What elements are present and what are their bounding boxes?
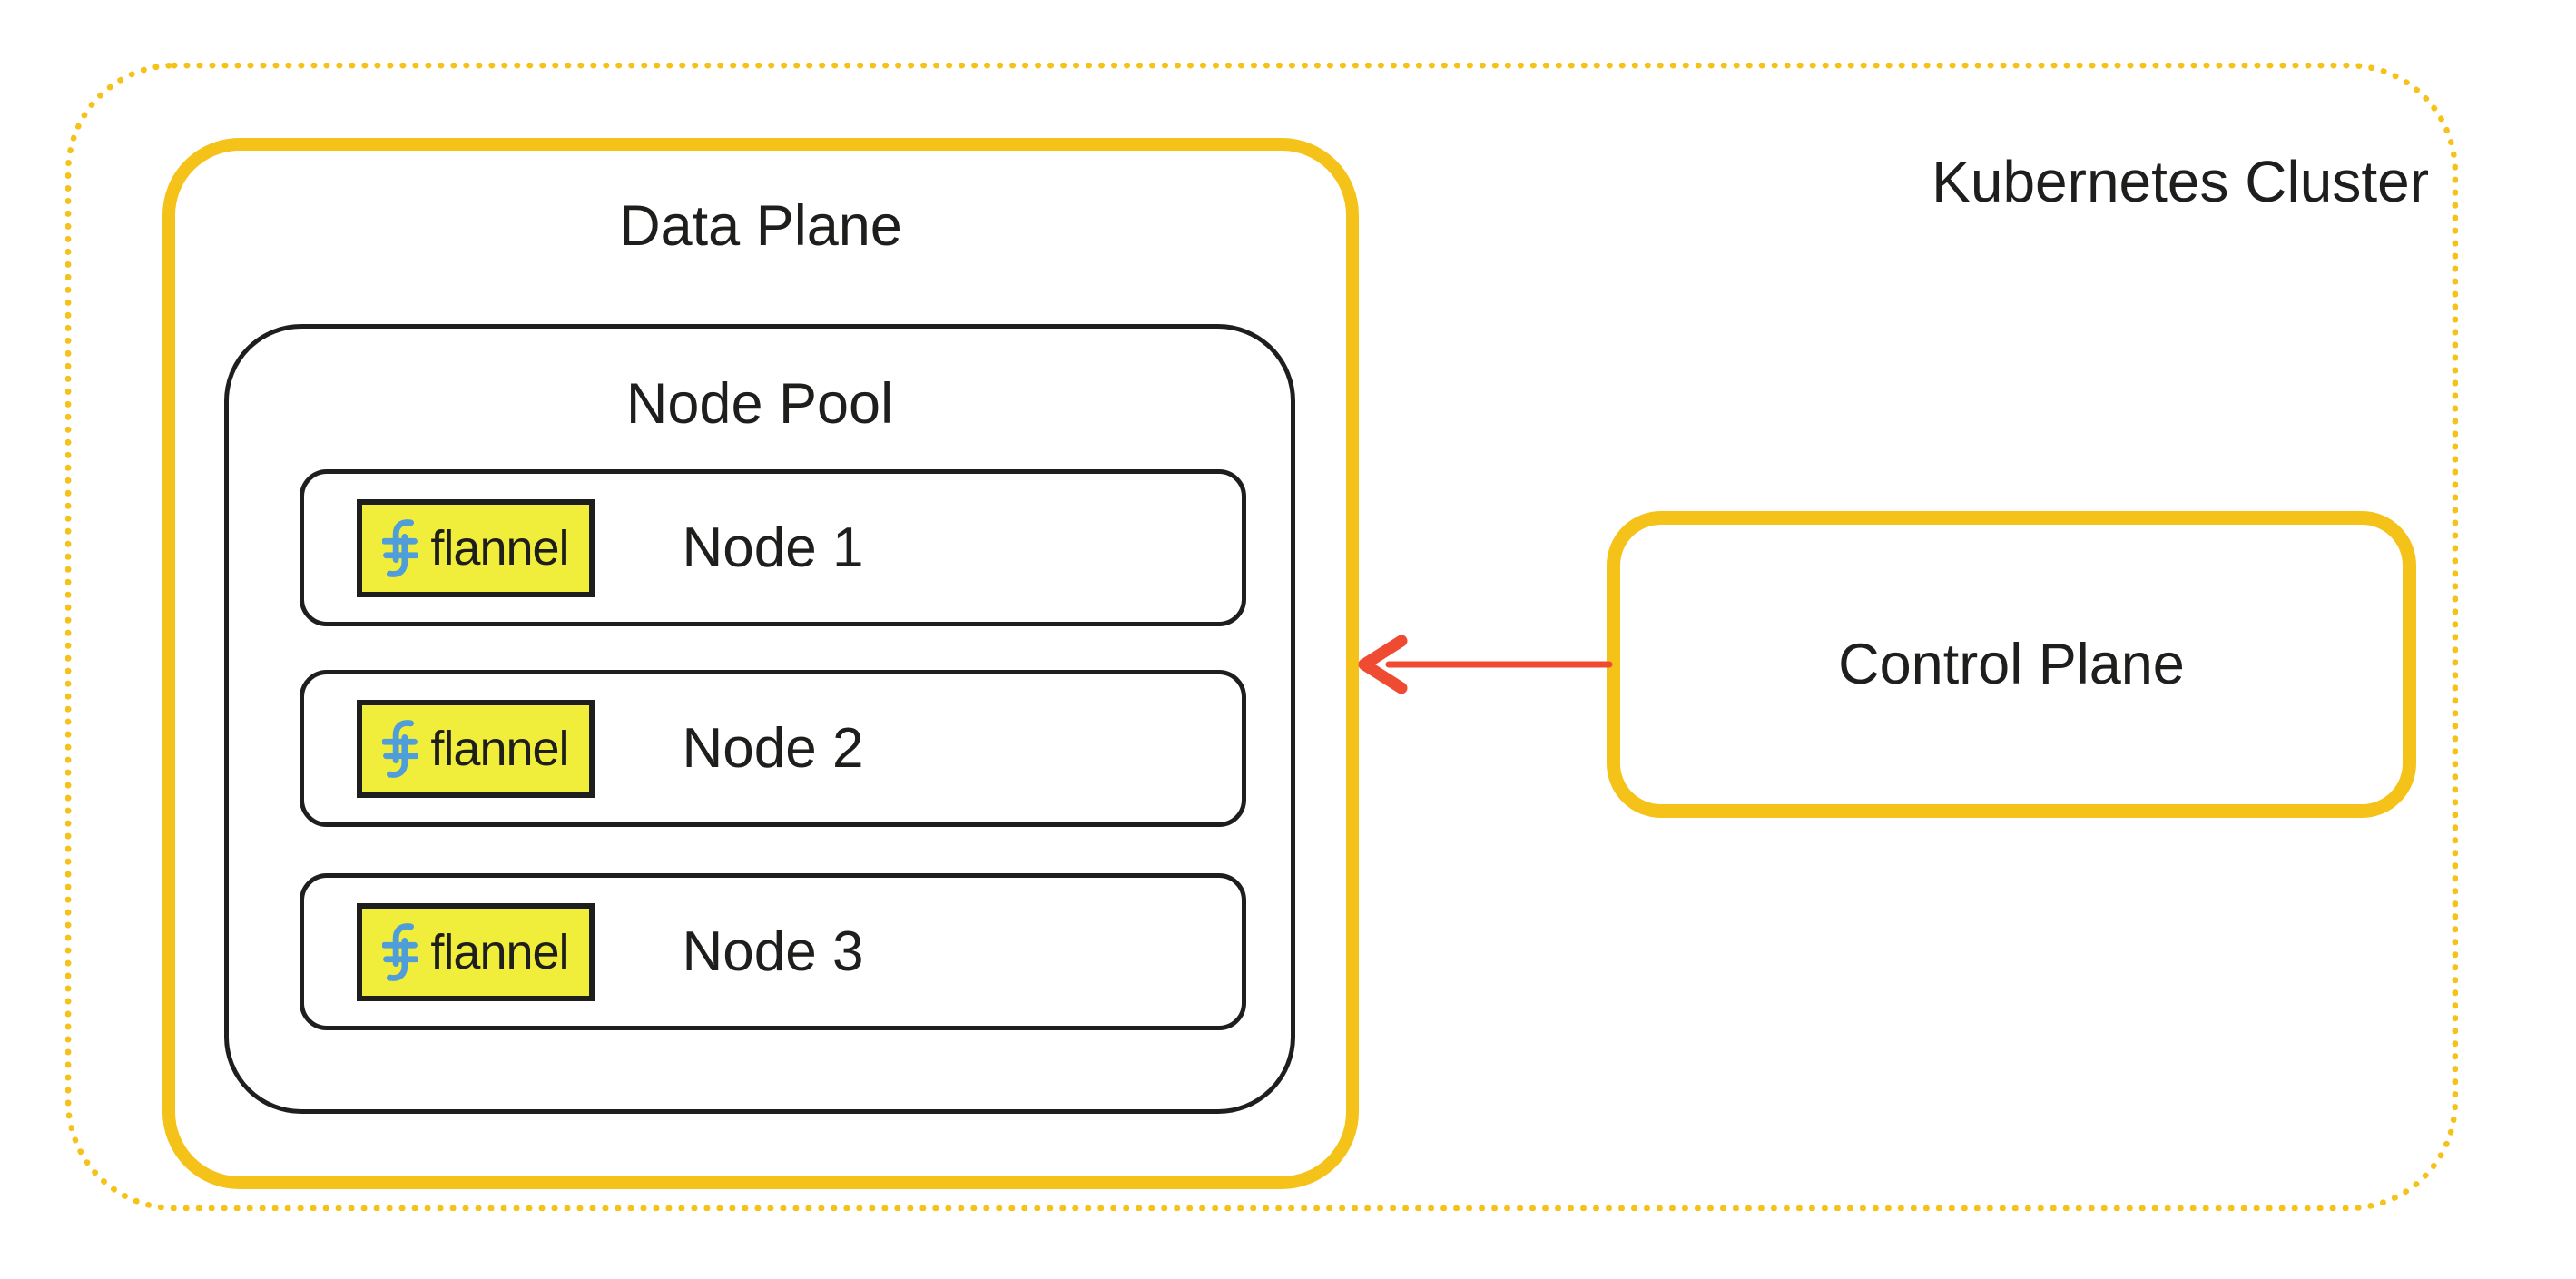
flannel-badge: flannel — [357, 498, 595, 597]
control-plane-label: Control Plane — [1838, 633, 2185, 696]
node-label: Node 1 — [682, 516, 864, 579]
flannel-badge: flannel — [357, 902, 595, 1001]
node-pool-label: Node Pool — [625, 372, 894, 436]
flannel-logo-icon — [382, 518, 419, 577]
flannel-logo-icon — [382, 922, 419, 981]
node-row: flannel Node 2 — [300, 670, 1246, 827]
node-row: flannel Node 3 — [300, 873, 1246, 1030]
flannel-wordmark: flannel — [430, 924, 569, 979]
flannel-wordmark: flannel — [430, 520, 569, 576]
control-plane-box: Control Plane — [1607, 511, 2416, 818]
node-label: Node 2 — [682, 716, 864, 780]
flannel-wordmark: flannel — [430, 721, 569, 776]
kubernetes-cluster-label: Kubernetes Cluster — [1932, 149, 2429, 214]
kubernetes-cluster-boundary — [65, 63, 2458, 1211]
flannel-logo-icon — [382, 719, 419, 778]
flannel-badge: flannel — [357, 699, 595, 798]
data-plane-label: Data Plane — [619, 194, 902, 258]
control-to-data-arrow-icon — [1358, 635, 1613, 694]
node-label: Node 3 — [682, 920, 864, 983]
node-row: flannel Node 1 — [300, 469, 1246, 626]
